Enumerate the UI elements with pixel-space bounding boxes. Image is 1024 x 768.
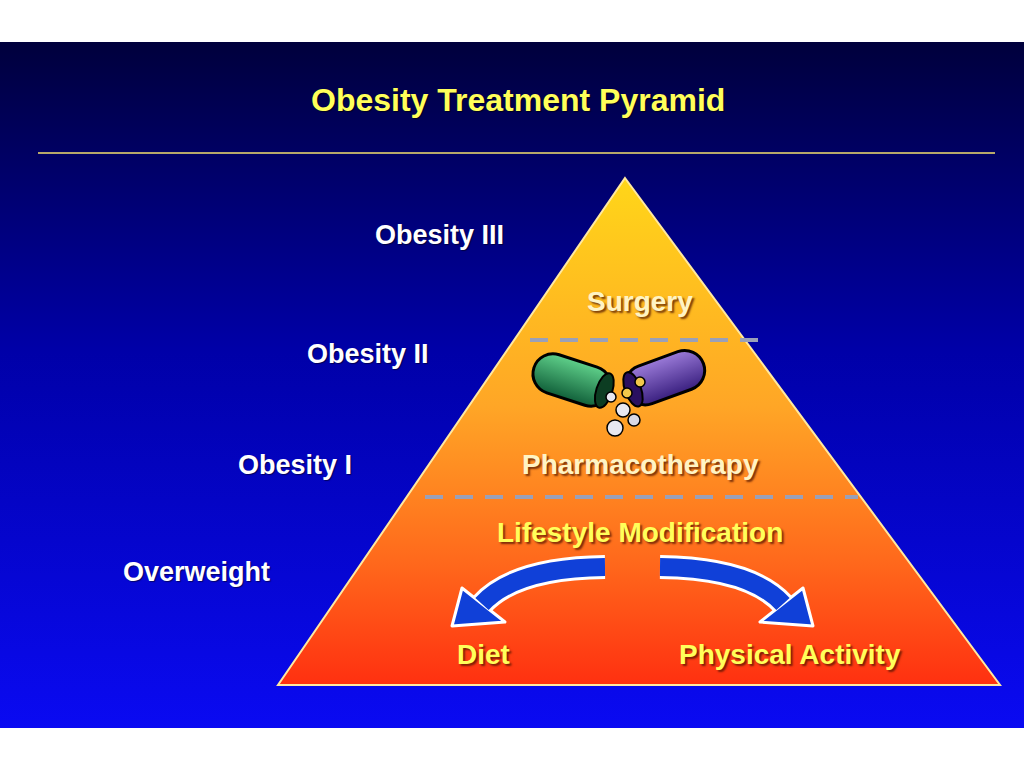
surgery-band: Surgery (520, 178, 760, 340)
level-label: Obesity II (307, 340, 429, 370)
pill-illustration (528, 345, 711, 436)
pharmacotherapy-band: Pharmacotherapy (420, 340, 860, 497)
pyramid (278, 178, 1000, 685)
dashed-divider (530, 338, 762, 342)
lifestyle-band: Lifestyle ModificationDiet Physical Activ… (280, 497, 1000, 685)
slide-title: Obesity Treatment Pyramid (311, 83, 725, 118)
level-label: Overweight (123, 558, 270, 588)
title-rule (38, 152, 995, 154)
branch-label: Diet (457, 640, 510, 671)
band-title: Pharmacotherapy (522, 450, 759, 481)
dashed-divider (425, 495, 858, 499)
band-title: Surgery (587, 287, 693, 318)
level-label: Obesity I (238, 451, 352, 481)
split-arrows (452, 567, 1024, 626)
band-title: Lifestyle Modification (497, 518, 783, 549)
branch-label: Physical Activity (679, 640, 901, 671)
blue-ground (0, 42, 1024, 728)
level-label: Obesity III (375, 221, 504, 251)
